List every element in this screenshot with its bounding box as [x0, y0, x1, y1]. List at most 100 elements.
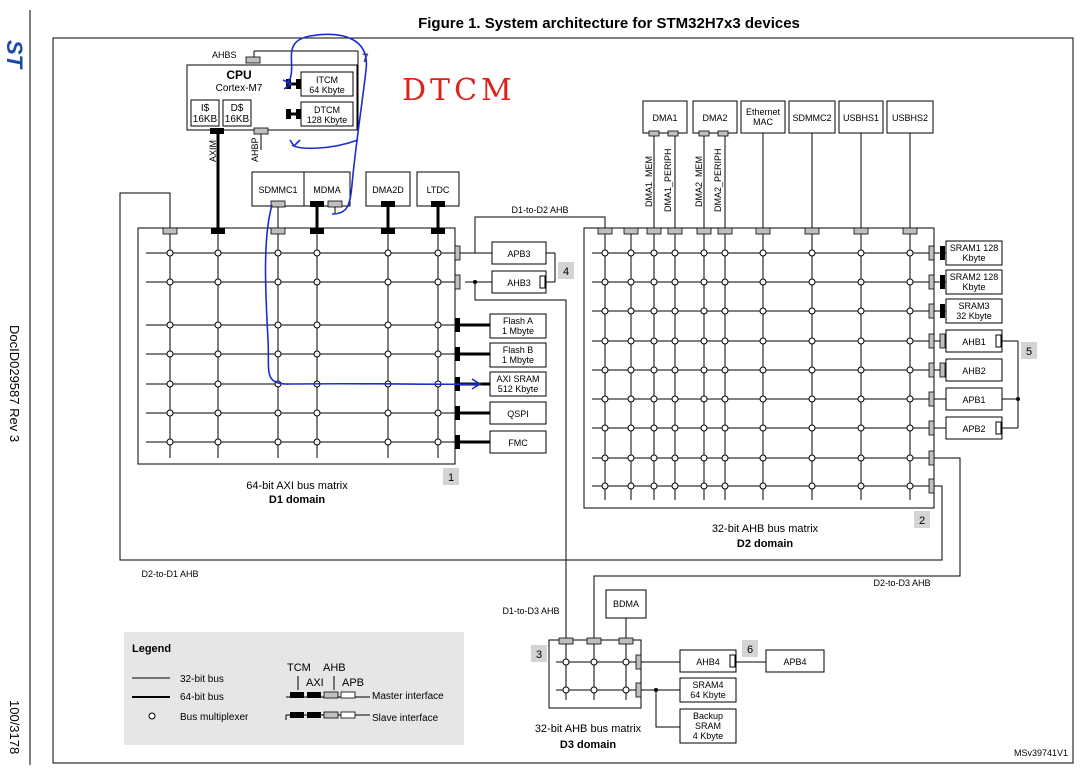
slave-port: [928, 245, 935, 261]
cpu-title: CPU: [226, 68, 251, 82]
ahbs-label: AHBS: [212, 50, 237, 60]
bus-multiplexer: [808, 307, 816, 315]
bus-multiplexer: [601, 307, 609, 315]
dtcm-label: DTCM: [314, 105, 340, 115]
bdma-box: [605, 589, 647, 619]
master-port: [902, 227, 918, 235]
sram2-label: SRAM2 128: [950, 272, 999, 282]
bus-multiplexer: [857, 454, 865, 462]
bus-multiplexer: [808, 337, 816, 345]
backup-sram-box: [679, 708, 737, 744]
d1-domain: D1 domain: [269, 494, 326, 506]
bus-multiplexer: [166, 321, 174, 329]
ahbs-port: [245, 56, 261, 64]
bus-multiplexer: [434, 350, 442, 358]
slave-port: [455, 347, 460, 361]
bus-multiplexer: [700, 278, 708, 286]
fmc-label: FMC: [508, 438, 528, 448]
slave-port: [928, 303, 935, 319]
slave-port: [928, 391, 935, 407]
bus-multiplexer: [700, 337, 708, 345]
ethernet-label: Ethernet: [746, 107, 781, 117]
icache-size: 16KB: [193, 114, 218, 125]
ahb1-label: AHB1: [962, 337, 986, 347]
number-1: 1: [448, 472, 454, 484]
slave-port: [454, 274, 461, 290]
bus-multiplexer: [627, 366, 635, 374]
master-port: [853, 227, 869, 235]
bus-multiplexer: [808, 249, 816, 257]
legend-tcm: TCM: [287, 662, 311, 674]
cpu-subtitle: Cortex-M7: [216, 83, 263, 94]
bus-multiplexer: [313, 350, 321, 358]
bus-multiplexer: [721, 307, 729, 315]
bus-multiplexer: [627, 278, 635, 286]
bus-multiplexer: [274, 321, 282, 329]
bus-multiplexer: [627, 249, 635, 257]
bus-multiplexer: [650, 395, 658, 403]
master-port: [717, 227, 733, 235]
bus-multiplexer: [166, 249, 174, 257]
slave-port: [928, 420, 935, 436]
sram2-box: [945, 269, 1003, 295]
legend-ahb: AHB: [323, 662, 346, 674]
bus-multiplexer: [313, 249, 321, 257]
usbhs2-box: [886, 100, 934, 134]
bus-multiplexer: [857, 424, 865, 432]
sram1-box: [945, 240, 1003, 266]
dcache-box: [222, 99, 252, 127]
bus-multiplexer: [906, 337, 914, 345]
d2-domain: D2 domain: [737, 538, 794, 550]
slave-port: [455, 406, 460, 420]
slave-port: [928, 362, 935, 378]
figure-ref: MSv39741V1: [1014, 748, 1068, 758]
bus-multiplexer: [313, 321, 321, 329]
bus-multiplexer: [650, 278, 658, 286]
number-1-box: [443, 468, 459, 485]
bus-multiplexer: [601, 395, 609, 403]
bus-multiplexer: [759, 395, 767, 403]
bus-multiplexer: [906, 424, 914, 432]
slave-port: [928, 274, 935, 290]
bus-multiplexer: [384, 438, 392, 446]
ahb4-label: AHB4: [696, 657, 720, 667]
ethernet-mac-box: [740, 100, 786, 134]
bus-multiplexer: [700, 366, 708, 374]
d3-caption: 32-bit AHB bus matrix: [535, 723, 642, 735]
sram1-size: Kbyte: [962, 253, 985, 263]
slave-port: [928, 478, 935, 494]
apb4-label: APB4: [783, 657, 806, 667]
bus-multiplexer: [671, 424, 679, 432]
axi-sram-label: AXI SRAM: [496, 374, 539, 384]
bus-multiplexer: [721, 395, 729, 403]
number-3: 3: [536, 649, 542, 661]
bus-multiplexer: [166, 409, 174, 417]
qspi-box: [489, 401, 547, 425]
bus-multiplexer: [650, 482, 658, 490]
backup-label: Backup: [693, 711, 723, 721]
handwritten-dtcm-note: DTCM: [402, 73, 516, 108]
bus-multiplexer: [650, 249, 658, 257]
bus-multiplexer: [721, 482, 729, 490]
sdmmc2-box: [788, 100, 836, 134]
bus-multiplexer: [700, 424, 708, 432]
legend-bus64: 64-bit bus: [180, 692, 224, 703]
axi-sram-box: [489, 371, 547, 397]
dma2d-box: [365, 171, 411, 207]
slave-port: [455, 318, 460, 332]
bus-multiplexer: [384, 321, 392, 329]
bus-multiplexer: [759, 366, 767, 374]
dma1-box: [642, 100, 688, 134]
bus-multiplexer: [721, 424, 729, 432]
bus-multiplexer: [627, 307, 635, 315]
bus-multiplexer: [214, 278, 222, 286]
bus-multiplexer: [384, 278, 392, 286]
bus-multiplexer: [166, 278, 174, 286]
bus-multiplexer: [274, 278, 282, 286]
sram4-box: [679, 677, 737, 703]
bus-multiplexer: [434, 321, 442, 329]
bus-multiplexer: [700, 395, 708, 403]
cpu-block: AHBS CPU Cortex-M7 I$ 16KB D$ 16KB ITCM …: [186, 50, 359, 162]
sdmmc2-label: SDMMC2: [792, 113, 831, 123]
